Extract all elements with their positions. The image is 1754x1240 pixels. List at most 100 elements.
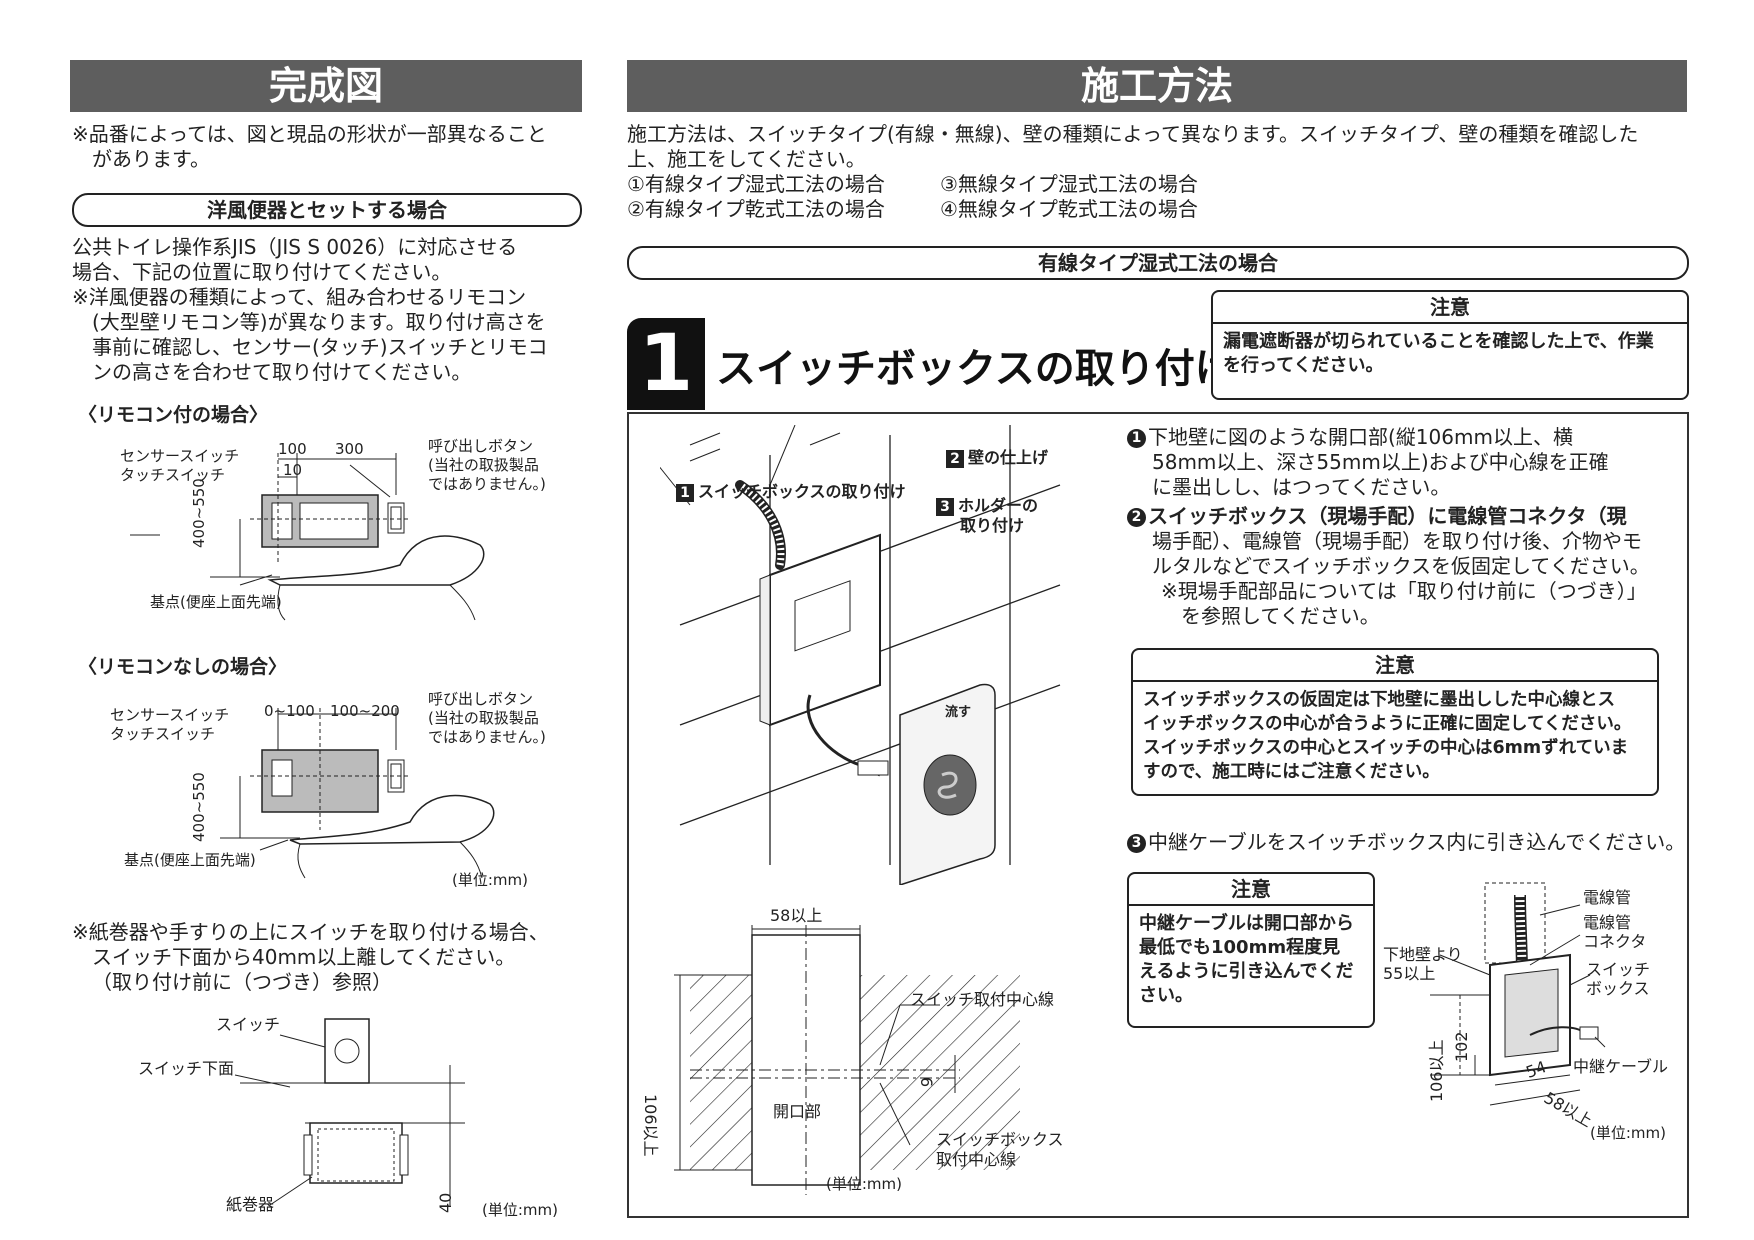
label-line: ではありません。) — [428, 475, 546, 493]
label-line: 下地壁より — [1383, 945, 1463, 964]
paper-holder-note: ※紙巻器や手すりの上にスイッチを取り付ける場合、 スイッチ下面から40mm以上離… — [72, 920, 592, 995]
caution-head: 注意 — [1213, 292, 1687, 324]
opening-dimension-diagram — [674, 925, 1020, 1195]
instr-line: 場手配）、電線管（現場手配）を取り付け後、介物やモ — [1152, 529, 1642, 553]
instr-line: ルタルなどでスイッチボックスを仮固定してください。 — [1152, 554, 1650, 578]
with-remote-diagram — [130, 453, 485, 621]
box-dim-102: 102 — [1452, 1031, 1471, 1062]
label-line: 取付中心線 — [936, 1150, 1017, 1169]
label-num: 3 — [936, 498, 954, 516]
box-dim-106: 106以上 — [1427, 1039, 1446, 1102]
method-intro: 施工方法は、スイッチタイプ(有線・無線)、壁の種類によって異なります。スイッチタ… — [627, 122, 1697, 172]
label-line: センサースイッチ — [120, 447, 240, 465]
fig3-switch-label: スイッチ — [216, 1015, 281, 1034]
caution-line: すので、施工時にはご注意ください。 — [1143, 762, 1440, 782]
caution-body: 漏電遮断器が切られていることを確認した上で、作業 を行ってください。 — [1213, 324, 1687, 384]
method-item: ②有線タイプ乾式工法の場合 — [627, 197, 885, 221]
fig1-dim-100: 100 — [278, 440, 307, 458]
caution-breaker: 注意 漏電遮断器が切られていることを確認した上で、作業 を行ってください。 — [1211, 290, 1689, 400]
open-unit: (単位:mm) — [826, 1175, 902, 1193]
without-remote-diagram — [220, 708, 495, 879]
label-line: (当社の取扱製品 — [428, 456, 539, 474]
para-line: 場合、下記の位置に取り付けてください。 — [72, 260, 452, 284]
para-line: ※洋風便器の種類によって、組み合わせるリモコン — [72, 285, 527, 309]
flush-label: 流す — [945, 705, 972, 720]
caution-line: スイッチボックスの仮固定は下地壁に墨出しした中心線とス — [1143, 690, 1615, 710]
step1-frame — [627, 412, 1689, 1218]
label-num: 2 — [946, 450, 964, 468]
label-text: 取り付け — [960, 516, 1025, 535]
label-line: コネクタ — [1583, 932, 1647, 951]
intro-line: 上、施工をしてください。 — [627, 147, 866, 171]
fig3-dim-40: 40 — [436, 1192, 455, 1213]
opening-label: 開口部 — [773, 1102, 822, 1121]
instr-text: 下地壁に図のような開口部(縦106mm以上、横 — [1148, 425, 1573, 449]
with-remote-subheading: 〈リモコン付の場合〉 — [78, 404, 269, 426]
note-line: ※品番によっては、図と現品の形状が一部異なること — [72, 122, 547, 146]
caution-line: イッチボックスの中心が合うように正確に固定してください。 — [1143, 714, 1632, 734]
caution-line: さい。 — [1139, 985, 1193, 1006]
caution-relay-cable: 注意 中継ケーブルは開口部から 最低でも100mm程度見 えるように引き込んでく… — [1127, 872, 1375, 1028]
caution-line: を行ってください。 — [1223, 355, 1384, 376]
box-label: スイッチ ボックス — [1586, 960, 1650, 998]
western-toilet-pill: 洋風便器とセットする場合 — [72, 193, 582, 227]
step-badge: 1 — [1127, 429, 1146, 448]
method-list-col2: ③無線タイプ湿式工法の場合 ④無線タイプ乾式工法の場合 — [940, 172, 1198, 222]
step-badge: 2 — [1127, 508, 1146, 527]
fig1-call-button-label: 呼び出しボタン (当社の取扱製品 ではありません。) — [428, 437, 546, 494]
without-remote-subheading: 〈リモコンなしの場合〉 — [78, 656, 288, 678]
method-list-col1: ①有線タイプ湿式工法の場合 ②有線タイプ乾式工法の場合 — [627, 172, 885, 222]
open-dim-6: 6 — [917, 1077, 936, 1088]
from-wall-label: 下地壁より 55以上 — [1383, 945, 1463, 983]
label-line: タッチスイッチ — [110, 725, 216, 743]
note-line: （取り付け前に（つづき）参照） — [92, 970, 392, 994]
caution-line: スイッチボックスの中心とスイッチの中心は6mmずれていま — [1143, 738, 1629, 758]
para-line: ンの高さを合わせて取り付けてください。 — [92, 360, 472, 384]
label-line: スイッチボックス — [936, 1130, 1064, 1149]
step-number: 1 — [627, 318, 705, 410]
label-num: 1 — [676, 484, 694, 502]
para-line: 事前に確認し、センサー(タッチ)スイッチとリモコ — [92, 335, 548, 359]
label-line: スイッチ — [1586, 960, 1651, 979]
caution-head: 注意 — [1129, 874, 1373, 906]
intro-line: 施工方法は、スイッチタイプ(有線・無線)、壁の種類によって異なります。スイッチタ… — [627, 122, 1639, 146]
wired-wet-pill: 有線タイプ湿式工法の場合 — [627, 246, 1689, 280]
instr-text: 中継ケーブルをスイッチボックス内に引き込んでください。 — [1148, 830, 1686, 854]
switchbox-install-illustration — [660, 425, 1061, 885]
fig2-dim-b: 100~200 — [330, 702, 400, 720]
fig2-unit: (単位:mm) — [452, 871, 528, 889]
fig1-base-label: 基点(便座上面先端) — [150, 593, 282, 611]
fig2-base-label: 基点(便座上面先端) — [124, 851, 256, 869]
caution-line: えるように引き込んでくだ — [1139, 961, 1354, 982]
label-text: スイッチボックスの取り付け — [698, 482, 906, 501]
method-item: ④無線タイプ乾式工法の場合 — [940, 197, 1198, 221]
fig1-dim-10: 10 — [283, 461, 303, 479]
conduit-label: 電線管 — [1583, 888, 1632, 907]
step-badge: 3 — [1127, 834, 1146, 853]
caution-line: 最低でも100mm程度見 — [1139, 937, 1341, 958]
method-header: 施工方法 — [627, 60, 1687, 112]
para-line: (大型壁リモコン等)が異なります。取り付け高さを — [92, 310, 546, 334]
label-line: 電線管 — [1583, 913, 1632, 932]
fig3-switch-bottom-label: スイッチ下面 — [138, 1059, 235, 1078]
fig1-height-dim: 400~550 — [190, 478, 208, 548]
label-line: 55以上 — [1383, 964, 1436, 983]
fig2-call-button-label: 呼び出しボタン (当社の取扱製品 ではありません。) — [428, 690, 546, 747]
fig2-sensor-label: センサースイッチ タッチスイッチ — [110, 706, 229, 744]
connector-label: 電線管 コネクタ — [1583, 913, 1646, 951]
box-center-line-label: スイッチボックス 取付中心線 — [936, 1130, 1064, 1170]
open-dim-58: 58以上 — [770, 906, 823, 925]
label-line: 呼び出しボタン — [428, 690, 534, 708]
step-title: スイッチボックスの取り付け — [716, 346, 1235, 392]
label-line: ではありません。) — [428, 728, 546, 746]
switch-center-line-label: スイッチ取付中心線 — [910, 990, 1055, 1009]
note-line: スイッチ下面から40mm以上離してください。 — [92, 945, 516, 969]
switchbox-detail-diagram — [1430, 882, 1606, 1106]
caution-center-alignment: 注意 スイッチボックスの仮固定は下地壁に墨出しした中心線とス イッチボックスの中… — [1131, 648, 1659, 796]
label-line: 呼び出しボタン — [428, 437, 534, 455]
